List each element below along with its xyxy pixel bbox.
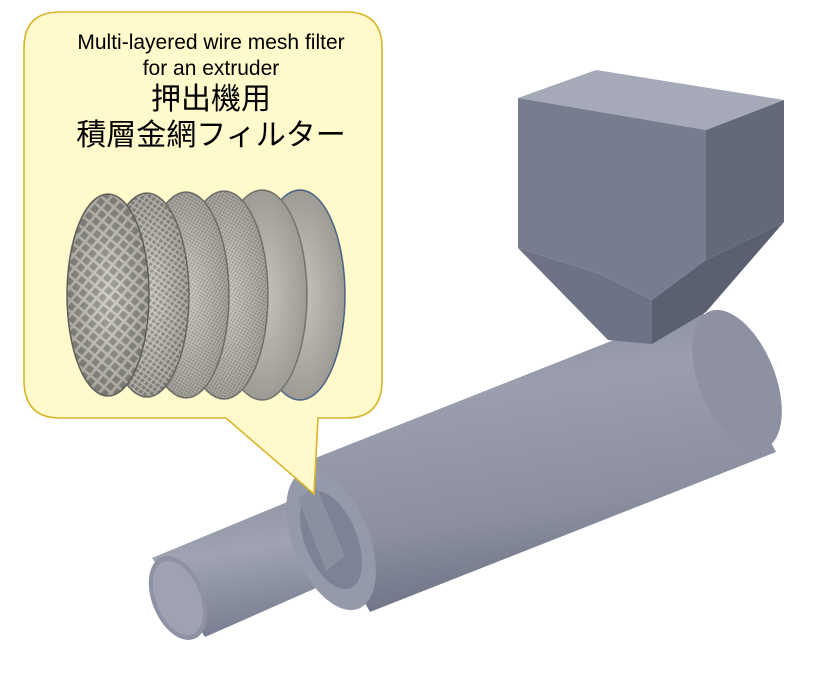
callout-caption: Multi-layered wire mesh filter for an ex… xyxy=(28,30,394,154)
filter-disc xyxy=(66,193,150,397)
caption-japanese-line2: 積層金網フィルター xyxy=(76,118,346,153)
caption-english-line1: Multi-layered wire mesh filter xyxy=(77,31,345,54)
caption-japanese-line1: 押出機用 xyxy=(151,82,271,117)
filter-disc-stack xyxy=(66,189,346,401)
extruder-barrel xyxy=(286,306,782,612)
hopper xyxy=(518,70,784,344)
caption-english-line2: for an extruder xyxy=(142,57,280,80)
